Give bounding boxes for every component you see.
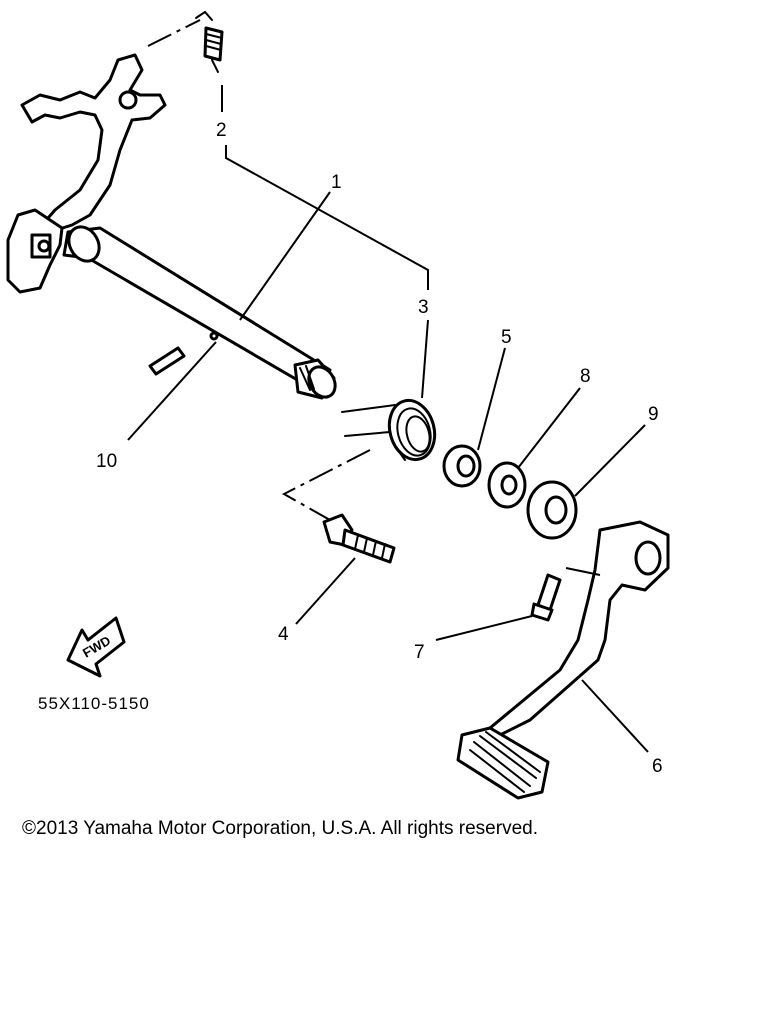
collar bbox=[526, 480, 578, 540]
copyright-notice: ©2013 Yamaha Motor Corporation, U.S.A. A… bbox=[22, 818, 538, 839]
pedal-bolt bbox=[530, 573, 562, 622]
callout-6: 6 bbox=[652, 756, 663, 777]
callout-1: 1 bbox=[331, 172, 342, 193]
callout-7: 7 bbox=[414, 642, 425, 663]
fwd-arrow-icon: FWD bbox=[66, 616, 126, 678]
leader-lines bbox=[127, 19, 649, 753]
oil-seal bbox=[442, 444, 482, 488]
torsion-spring bbox=[341, 398, 437, 462]
stopper-bolt bbox=[322, 513, 396, 564]
spring-small bbox=[195, 10, 224, 73]
callout-9: 9 bbox=[648, 404, 659, 425]
callout-2: 2 bbox=[216, 120, 227, 141]
shift-pedal bbox=[456, 520, 670, 800]
callout-8: 8 bbox=[580, 366, 591, 387]
callout-3: 3 bbox=[418, 297, 429, 318]
pin bbox=[148, 346, 186, 376]
drawing-code: 55X110-5150 bbox=[38, 694, 150, 713]
shift-shaft bbox=[62, 225, 337, 400]
shift-arm bbox=[6, 53, 167, 294]
callout-5: 5 bbox=[501, 327, 512, 348]
callout-10: 10 bbox=[96, 451, 117, 472]
callout-4: 4 bbox=[278, 624, 289, 645]
parts-diagram: FWD 1 2 3 4 5 6 7 8 9 10 55X110-5150 bbox=[6, 10, 670, 800]
washer bbox=[487, 461, 527, 509]
